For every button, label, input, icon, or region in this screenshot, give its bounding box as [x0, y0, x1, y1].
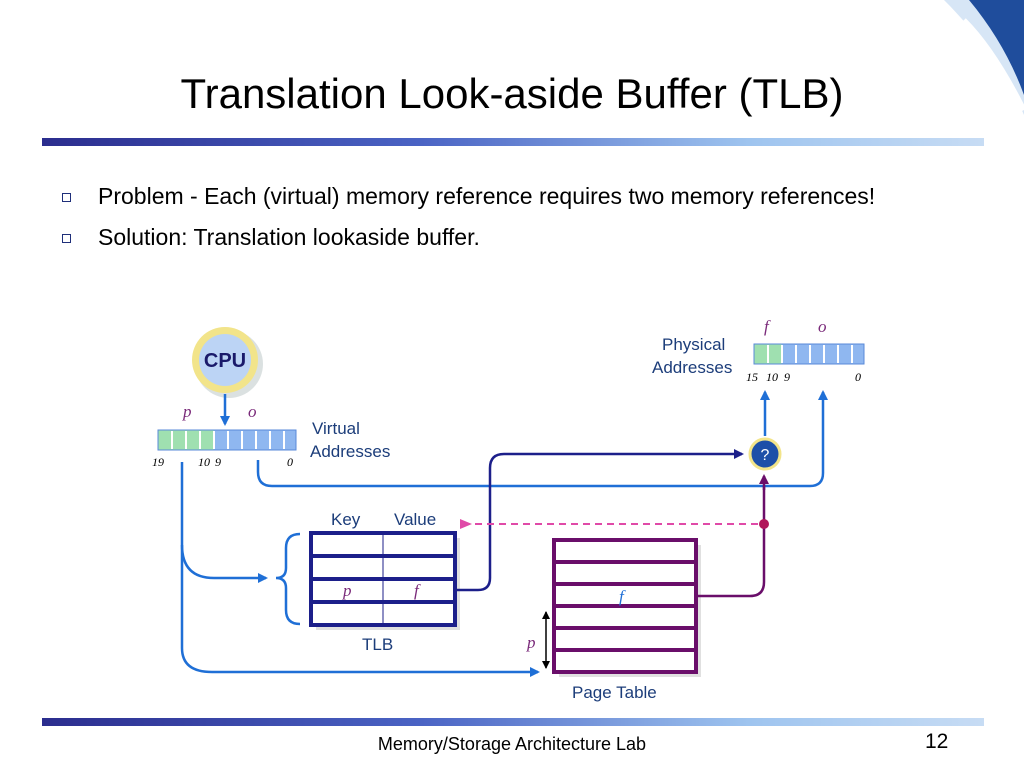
- title-divider: [42, 138, 984, 146]
- physical-f-label: f: [764, 317, 771, 336]
- bullet-square-icon: [62, 234, 71, 243]
- page-table-p: p: [526, 633, 536, 652]
- page-table-label: Page Table: [572, 683, 657, 702]
- compare-symbol: ?: [761, 447, 770, 464]
- physical-address-register: [753, 343, 865, 365]
- virtual-addresses-label-line2: Addresses: [310, 442, 390, 461]
- physical-addresses-label-line1: Physical: [662, 335, 725, 354]
- cpu-label: CPU: [204, 350, 246, 372]
- virtual-o-label: o: [248, 402, 257, 421]
- page-table-f: f: [619, 587, 626, 606]
- physical-o-label: o: [818, 317, 827, 336]
- physical-bit-15: 15: [746, 370, 758, 384]
- page-table: [552, 538, 701, 677]
- bullet-square-icon: [62, 193, 71, 202]
- page-table-to-compare-line: [698, 486, 766, 598]
- tlb-value-header: Value: [394, 510, 436, 529]
- cpu-node: CPU: [192, 327, 263, 398]
- physical-bit-0: 0: [855, 370, 861, 384]
- virtual-bit-0: 0: [287, 455, 293, 469]
- bullet-text: Problem - Each (virtual) memory referenc…: [98, 183, 876, 209]
- tlb-brace: [275, 532, 301, 626]
- physical-bit-9: 9: [784, 370, 790, 384]
- tlb-table: [309, 531, 460, 630]
- p-to-tlb-arrow: [180, 462, 268, 583]
- physical-bit-10: 10: [766, 370, 778, 384]
- virtual-bit-9: 9: [215, 455, 221, 469]
- bullet-item: Problem - Each (virtual) memory referenc…: [58, 180, 878, 213]
- corner-swoosh-decoration: [944, 0, 1024, 115]
- tlb-key-header: Key: [331, 510, 361, 529]
- virtual-bit-10: 10: [198, 455, 210, 469]
- bullet-list: Problem - Each (virtual) memory referenc…: [58, 180, 878, 262]
- physical-addresses-label-line2: Addresses: [652, 358, 732, 377]
- junction-dot: [759, 519, 769, 529]
- virtual-address-register: [157, 429, 297, 451]
- tlb-label: TLB: [362, 635, 393, 654]
- bullet-item: Solution: Translation lookaside buffer.: [58, 221, 878, 254]
- virtual-p-label: p: [182, 402, 192, 421]
- tlb-entry-f: f: [414, 581, 421, 600]
- virtual-addresses-label-line1: Virtual: [312, 419, 360, 438]
- virtual-bit-19: 19: [152, 455, 164, 469]
- offset-path-arrow: [256, 390, 828, 488]
- footer-divider: [42, 718, 984, 726]
- bullet-text: Solution: Translation lookaside buffer.: [98, 224, 480, 250]
- slide-title: Translation Look-aside Buffer (TLB): [180, 70, 844, 117]
- footer-lab-name: Memory/Storage Architecture Lab: [377, 734, 647, 754]
- p-to-page-table-arrow: [180, 545, 540, 677]
- compare-node: ?: [748, 437, 782, 471]
- page-number: 12: [925, 730, 949, 753]
- tlb-entry-p: p: [342, 581, 352, 600]
